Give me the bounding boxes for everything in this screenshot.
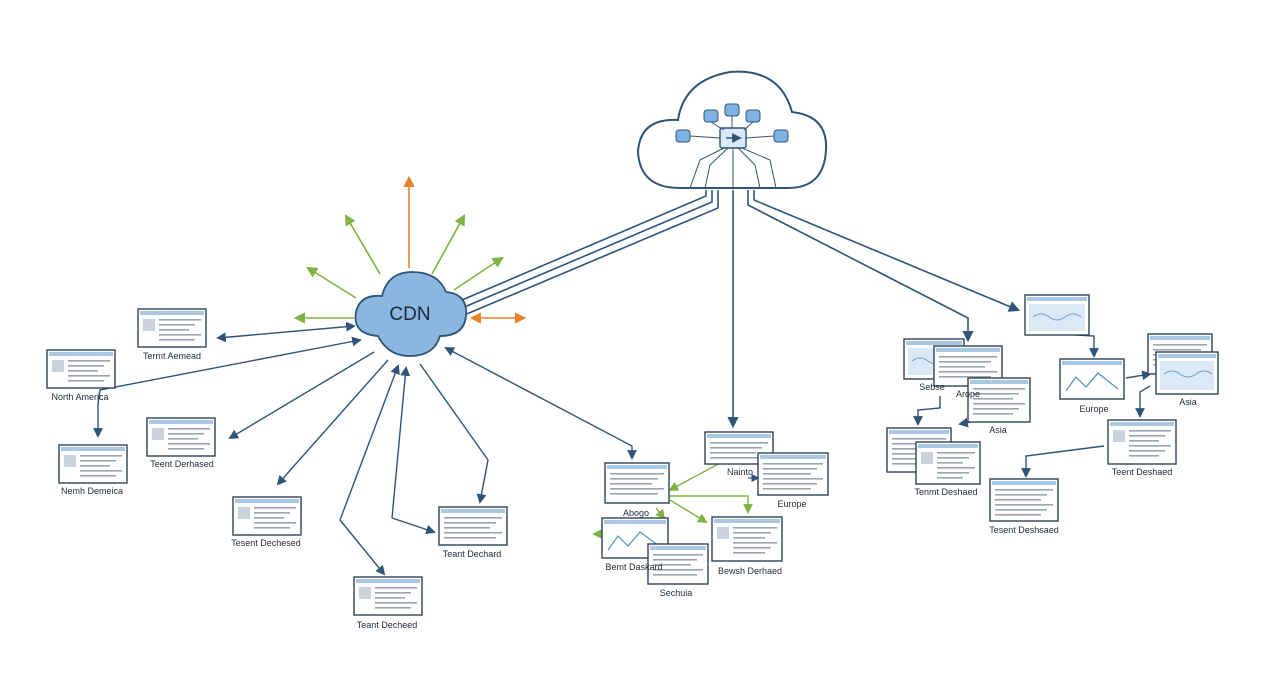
dashboard-panel bbox=[989, 478, 1059, 522]
dashboard-panel bbox=[1107, 419, 1177, 465]
label-mid-6: Sechuia bbox=[660, 588, 693, 598]
dashboard-panel bbox=[438, 506, 508, 546]
dashboard-panel bbox=[1155, 351, 1219, 395]
chart-icon bbox=[717, 527, 729, 539]
label-na-3: Nemh Demeica bbox=[61, 486, 123, 496]
label-r-8: Teent Deshaed bbox=[1112, 467, 1173, 477]
label-mid-3: Europe bbox=[777, 499, 806, 509]
cdn-label: CDN bbox=[389, 304, 430, 325]
dashboard-panel bbox=[711, 516, 783, 562]
chart-icon bbox=[359, 587, 371, 599]
label-mid-5: Bewsh Derhaed bbox=[718, 566, 782, 576]
dashboard-panel bbox=[757, 452, 829, 496]
label-na-7: Teant Decheed bbox=[357, 620, 418, 630]
dashboard-panel bbox=[137, 308, 207, 348]
dashboard-panel bbox=[58, 444, 128, 484]
label-r-7: Tesent Deshsaed bbox=[989, 525, 1059, 535]
chart-icon bbox=[143, 319, 155, 331]
chart-icon bbox=[152, 428, 164, 440]
dashboard-panel bbox=[967, 377, 1031, 423]
label-mid-1: Abogo bbox=[623, 508, 649, 518]
dashboard-panel bbox=[915, 441, 981, 485]
outbound-arrows bbox=[293, 214, 504, 324]
label-r-1: Sebse bbox=[919, 382, 945, 392]
line-chart-icon bbox=[1065, 372, 1119, 392]
chart-icon bbox=[238, 507, 250, 519]
origin-cloud bbox=[636, 70, 828, 189]
label-na-4: Teent Derhased bbox=[150, 459, 214, 469]
database-icon bbox=[675, 103, 789, 143]
dashboard-panel bbox=[146, 417, 216, 457]
dashboard-panel bbox=[353, 576, 423, 616]
chart-icon bbox=[1113, 430, 1125, 442]
dashboard-panel bbox=[1024, 294, 1090, 336]
label-r-2: Arope bbox=[956, 389, 980, 399]
dashboard-panel bbox=[1059, 358, 1125, 400]
chart-icon bbox=[921, 452, 933, 464]
label-mid-2: Nainto bbox=[727, 467, 753, 477]
chart-icon bbox=[64, 455, 76, 467]
dashboard-panel bbox=[604, 462, 670, 504]
label-r-3: Asia bbox=[989, 425, 1007, 435]
cdn-cloud: CDN bbox=[354, 271, 468, 357]
label-na-2: Termt Aemead bbox=[143, 351, 201, 361]
label-na-1: North America bbox=[51, 392, 108, 402]
dashboard-panels bbox=[46, 294, 1219, 616]
chart-icon bbox=[52, 360, 64, 372]
label-na-6: Teant Dechard bbox=[443, 549, 502, 559]
dashboard-panel bbox=[46, 349, 116, 389]
label-r-6: Tenmt Deshaed bbox=[914, 487, 977, 497]
map-icon bbox=[1029, 304, 1085, 331]
label-r-4: Europe bbox=[1079, 404, 1108, 414]
dashboard-panel bbox=[232, 496, 302, 536]
map-icon bbox=[1160, 361, 1214, 390]
label-r-5: Asia bbox=[1179, 397, 1197, 407]
dashboard-panel bbox=[647, 543, 709, 585]
line-chart-icon bbox=[607, 531, 663, 551]
region-labels: North America Termt Aemead Nemh Demeica … bbox=[51, 351, 1196, 630]
label-na-5: Tesent Dechesed bbox=[231, 538, 301, 548]
label-mid-4: Bemt Daskard bbox=[605, 562, 662, 572]
